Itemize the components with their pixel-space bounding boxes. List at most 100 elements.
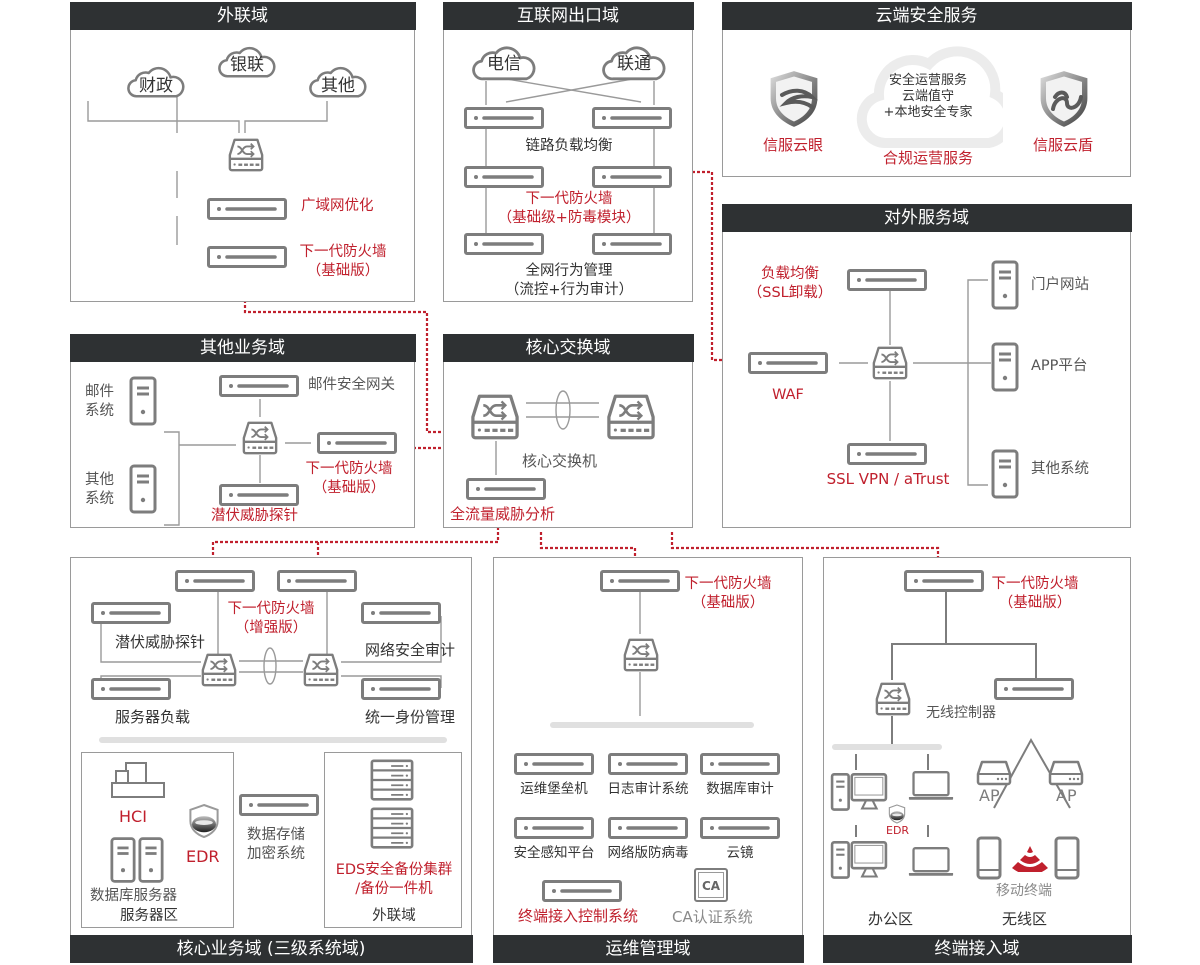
panel-title: 其他业务域	[69, 333, 416, 362]
probe-label: 潜伏威胁探针	[115, 633, 206, 651]
identity-mgmt-label: 统一身份管理	[365, 708, 456, 726]
internet-links	[485, 78, 655, 233]
panel-title: 云端安全服务	[721, 1, 1132, 30]
log-audit-label: 日志审计系统	[607, 781, 689, 797]
panel-title: 对外服务域	[721, 203, 1132, 232]
compliance-ops-label: 合规运营服务	[882, 149, 973, 167]
laptop-icon	[908, 846, 954, 878]
appliance-icon	[608, 817, 688, 839]
core-business-links	[99, 590, 447, 743]
appliance-icon	[748, 352, 828, 374]
server-tower-icon	[991, 259, 1019, 311]
wireless-signal-icon	[1012, 846, 1048, 872]
appliance-icon	[700, 753, 780, 775]
cloud-label-other: 其他	[321, 76, 355, 96]
panel-title: 核心业务域 (三级系统域)	[69, 934, 473, 963]
hci-label: HCI	[119, 807, 147, 826]
appliance-icon	[904, 570, 984, 592]
db-server-label: 数据库服务器	[90, 888, 177, 904]
rack-server-icon	[367, 807, 417, 849]
core-switch-icon	[466, 391, 524, 443]
desktop-pc-icon	[830, 838, 888, 886]
appliance-icon	[514, 817, 594, 839]
appliance-icon	[361, 602, 441, 624]
edr-label: EDR	[886, 824, 910, 837]
link-load-balancer-label: 链路负载均衡	[525, 138, 613, 154]
rack-server-icon	[367, 759, 417, 801]
switch-icon	[227, 136, 265, 174]
server-zone: HCI EDR 数据库服务器 服务器区	[81, 752, 234, 928]
panel-title: 核心交换域	[442, 333, 694, 362]
ops-links	[550, 592, 754, 728]
mobile-terminal-label: 移动终端	[996, 883, 1052, 899]
appliance-icon	[600, 570, 680, 592]
panel-title: 互联网出口域	[442, 1, 694, 30]
mobile-phone-icon	[976, 836, 1002, 880]
wlc-label: 无线控制器	[926, 705, 996, 721]
portal-site-label: 门户网站	[1031, 277, 1089, 293]
appliance-icon	[847, 443, 927, 465]
appliance-icon	[464, 233, 544, 255]
appliance-icon	[464, 107, 544, 129]
appliance-icon	[847, 269, 927, 291]
external-zone-title: 外联域	[372, 908, 416, 924]
edr-label: EDR	[186, 847, 220, 866]
appliance-icon	[207, 246, 287, 268]
panel-title: 终端接入域	[822, 934, 1132, 963]
server-tower-icon	[129, 463, 157, 515]
appliance-icon	[464, 166, 544, 188]
shield-cloud-eye-icon	[767, 69, 819, 129]
encryption-label: 数据存储加密系统	[247, 827, 305, 862]
ca-badge: CA	[698, 872, 724, 898]
app-platform-label: APP平台	[1031, 358, 1088, 374]
server-tower-icon	[110, 835, 136, 885]
other-systems-label: 其他系统	[1031, 461, 1089, 477]
cloud-shield-label: 信服云盾	[1032, 136, 1093, 154]
cloud-label-unicom: 联通	[617, 54, 651, 74]
public-service-links	[839, 279, 991, 486]
access-point-icon	[976, 760, 1012, 786]
appliance-icon	[219, 375, 299, 397]
core-switch-links	[495, 390, 599, 475]
ssl-vpn-label: SSL VPN / aTrust	[826, 470, 950, 488]
appliance-icon	[592, 166, 672, 188]
ca-system-label: CA认证系统	[672, 908, 753, 926]
ngfw-label: 下一代防火墙（基础版）	[299, 244, 387, 279]
ngfw-label: 下一代防火墙（基础版）	[684, 576, 772, 611]
appliance-icon	[91, 602, 171, 624]
eds-backup-label: EDS安全备份集群/备份一件机	[335, 862, 453, 897]
switch-icon	[199, 651, 239, 689]
server-zone-title: 服务器区	[120, 908, 178, 924]
external-links	[87, 81, 328, 245]
mail-system-label: 邮件系统	[85, 384, 114, 419]
appliance-icon	[277, 570, 357, 592]
appliance-icon	[317, 432, 397, 454]
shield-cloud-shield-icon	[1037, 69, 1091, 129]
switch-icon	[301, 651, 341, 689]
panel-public-service: 对外服务域 负载均衡（SSL卸载） WAF SSL VPN / aTrust 门…	[721, 203, 1132, 528]
other-system-label: 其他系统	[85, 472, 114, 507]
net-audit-label: 网络安全审计	[365, 641, 456, 659]
laptop-icon	[908, 770, 954, 802]
mobile-phone-icon	[1054, 836, 1080, 880]
probe-label: 潜伏威胁探针	[211, 508, 298, 524]
switch-icon	[622, 636, 660, 674]
core-switch-icon	[602, 391, 660, 443]
cloud-mirror-label: 云镜	[726, 845, 754, 861]
panel-core-business: 核心业务域 (三级系统域) 下一代防火墙（增强版） 潜伏威胁探针 网络安全审计 …	[69, 557, 473, 963]
mail-gateway-label: 邮件安全网关	[308, 377, 395, 393]
ngfw-label: 下一代防火墙（基础级+防毒模块）	[497, 191, 641, 226]
ap-label-left: AP	[979, 786, 1000, 805]
appliance-icon	[219, 484, 299, 506]
appliance-icon	[700, 817, 780, 839]
core-switch-label: 核心交换机	[522, 452, 598, 470]
situation-awareness-label: 安全感知平台	[513, 845, 595, 861]
ap-label-right: AP	[1056, 786, 1077, 805]
waf-label: WAF	[772, 387, 804, 403]
panel-title: 运维管理域	[492, 934, 804, 963]
appliance-icon	[542, 880, 622, 902]
load-balancer-label: 负载均衡（SSL卸载）	[747, 266, 833, 301]
switch-icon	[874, 680, 912, 718]
access-point-icon	[1048, 760, 1084, 786]
terminal-links	[832, 592, 1071, 837]
